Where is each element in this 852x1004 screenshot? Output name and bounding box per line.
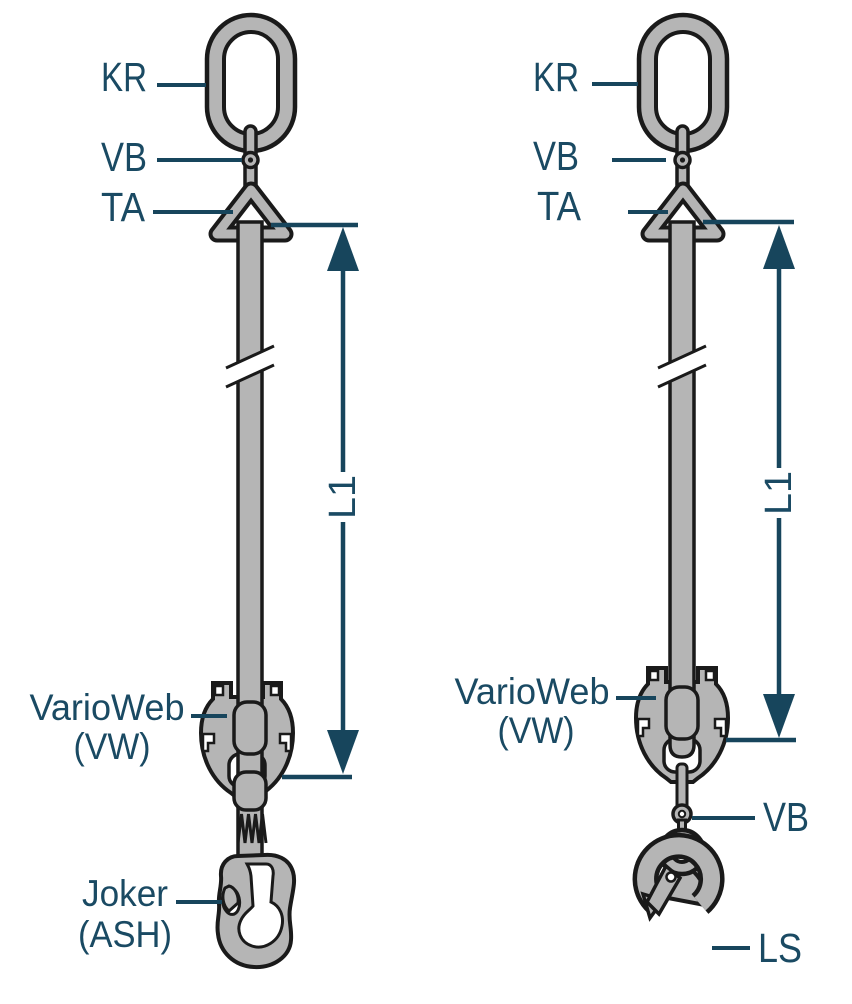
kr-label: KR (533, 54, 579, 100)
webbing-strap (668, 220, 696, 759)
l1-dimension-label: L1 (322, 475, 364, 519)
dimension-l1-right: L1 (703, 219, 800, 743)
varioweb-abbr-label: (VW) (74, 726, 151, 767)
ta-label: TA (101, 184, 146, 230)
right-labels: KR VB TA VarioWeb (VW) VB LS (455, 54, 810, 971)
strap-sleeve-upper (232, 700, 268, 756)
left-labels: KR VB TA VarioWeb (VW) Joker (ASH) (30, 54, 242, 955)
arrowhead-down (763, 694, 795, 738)
strap-sleeve-upper (664, 685, 700, 741)
latch-pivot (665, 871, 677, 883)
arrowhead-down (327, 730, 359, 774)
joker-abbr-label: (ASH) (78, 914, 172, 955)
vb-label: VB (101, 134, 147, 180)
arrowhead-up (327, 227, 359, 271)
joker-hook (215, 852, 297, 970)
kr-label: KR (101, 54, 147, 100)
joker-label: Joker (82, 873, 168, 914)
ls-label: LS (758, 925, 802, 971)
varioweb-abbr-label: (VW) (498, 710, 575, 751)
right-sling-diagram: L1 KR VB TA VarioWeb (VW) VB LS (455, 15, 810, 971)
stitching-zigzag (236, 813, 268, 844)
l1-dimension-label: L1 (758, 471, 800, 515)
left-sling-diagram: L1 KR VB TA VarioWeb (VW) Joker (ASH) (30, 15, 364, 970)
arrowhead-up (763, 225, 795, 269)
webbing-strap (236, 220, 264, 864)
vb-lower-label: VB (763, 794, 809, 840)
dimension-l1-left: L1 (271, 222, 364, 780)
ta-label: TA (537, 183, 582, 229)
vb-label: VB (533, 133, 579, 179)
varioweb-label: VarioWeb (455, 671, 610, 712)
sling-hook-ls (632, 827, 725, 922)
strap-sleeve-lower (232, 770, 268, 812)
varioweb-label: VarioWeb (30, 687, 185, 728)
